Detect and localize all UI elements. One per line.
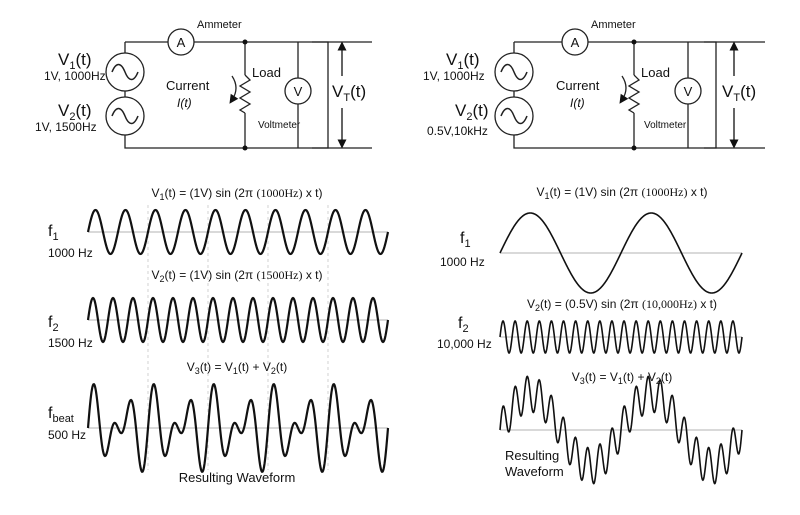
left-ammeter-symbol: A (177, 35, 186, 50)
right-source-2-spec: 0.5V,10kHz (427, 124, 488, 138)
left-vt-label: VT(t) (332, 82, 366, 104)
right-ammeter-icon (561, 28, 589, 56)
right-source-2-name: V2(t) (455, 101, 489, 123)
right-waveforms: V1(t) = (1V) sin (2π (1000Hz) x t) f1 10… (437, 185, 743, 485)
right-ammeter-label: Ammeter (591, 19, 636, 31)
left-f1-equation: V1(t) = (1V) sin (2π (1000Hz) x t) (152, 186, 323, 202)
left-ammeter-label: Ammeter (197, 19, 242, 31)
left-current-label: Current (166, 78, 210, 93)
right-resulting-caption-line1: Resulting (505, 448, 559, 463)
left-sum-name: fbeat (48, 405, 74, 425)
left-circuit: A Ammeter V1(t) 1V, 1000Hz V2(t) 1V, 150… (35, 19, 372, 151)
right-junction-dot (631, 39, 637, 45)
left-junction-dot (242, 145, 248, 151)
left-voltmeter-symbol: V (294, 84, 303, 99)
left-ammeter-icon (167, 28, 195, 56)
left-source-1-name: V1(t) (58, 50, 92, 72)
right-junction-dot (631, 145, 637, 151)
right-ammeter-symbol: A (571, 35, 580, 50)
right-circuit: A Ammeter V1(t) 1V, 1000Hz V2(t) 0.5V,10… (423, 19, 765, 151)
left-source-2-name: V2(t) (58, 101, 92, 123)
sine-symbol-icon (500, 63, 528, 81)
right-voltmeter-label: Voltmeter (644, 120, 687, 131)
left-current-symbol: I(t) (177, 96, 192, 110)
left-resulting-caption: Resulting Waveform (179, 470, 296, 485)
right-f1-equation: V1(t) = (1V) sin (2π (1000Hz) x t) (537, 185, 708, 201)
left-sum-equation: V3(t) = V1(t) + V2(t) (187, 360, 287, 376)
left-waveforms: V1(t) = (1V) sin (2π (1000Hz) x t) f1 10… (48, 186, 390, 485)
left-junction-dot (242, 39, 248, 45)
left-f1-name: f1 (48, 223, 59, 243)
right-current-label: Current (556, 78, 600, 93)
right-source-1-name: V1(t) (446, 50, 480, 72)
right-f2-name: f2 (458, 315, 469, 335)
left-sum-waveform (86, 383, 390, 473)
left-sum-freq: 500 Hz (48, 428, 86, 442)
left-f1-freq: 1000 Hz (48, 246, 93, 260)
right-f1-freq: 1000 Hz (440, 255, 485, 269)
right-source-1-spec: 1V, 1000Hz (423, 69, 485, 83)
left-f2-equation: V2(t) = (1V) sin (2π (1500Hz) x t) (152, 268, 323, 284)
left-f2-name: f2 (48, 314, 59, 334)
left-load-resistor-icon (238, 74, 252, 114)
right-f1-name: f1 (460, 230, 471, 250)
right-current-symbol: I(t) (570, 96, 585, 110)
right-load-label: Load (641, 65, 670, 80)
left-f1-waveform (86, 208, 390, 256)
right-resulting-caption-line2: Waveform (505, 464, 564, 479)
right-f2-waveform (499, 320, 743, 354)
right-sum-equation: V3(t) = V1(t) + V2(t) (572, 370, 672, 386)
right-vt-label: VT(t) (722, 82, 756, 104)
right-f2-equation: V2(t) = (0.5V) sin (2π (10,000Hz) x t) (527, 297, 717, 313)
left-source-1-spec: 1V, 1000Hz (44, 69, 106, 83)
sine-symbol-icon (500, 107, 528, 125)
right-f2-freq: 10,000 Hz (437, 337, 492, 351)
left-grid-lines (147, 205, 329, 470)
left-f2-waveform (86, 296, 390, 344)
right-sum-waveform (499, 375, 743, 485)
current-arrow-icon (619, 75, 629, 104)
left-voltmeter-label: Voltmeter (258, 120, 301, 131)
right-voltmeter-symbol: V (684, 84, 693, 99)
left-f2-freq: 1500 Hz (48, 336, 93, 350)
left-source-2-spec: 1V, 1500Hz (35, 120, 97, 134)
right-voltmeter-icon (674, 77, 702, 105)
sine-symbol-icon (111, 107, 139, 125)
left-voltmeter-icon (284, 77, 312, 105)
sine-symbol-icon (111, 63, 139, 81)
right-load-resistor-icon (627, 74, 641, 114)
current-arrow-icon (229, 75, 239, 104)
left-load-label: Load (252, 65, 281, 80)
right-f1-waveform (499, 212, 743, 294)
